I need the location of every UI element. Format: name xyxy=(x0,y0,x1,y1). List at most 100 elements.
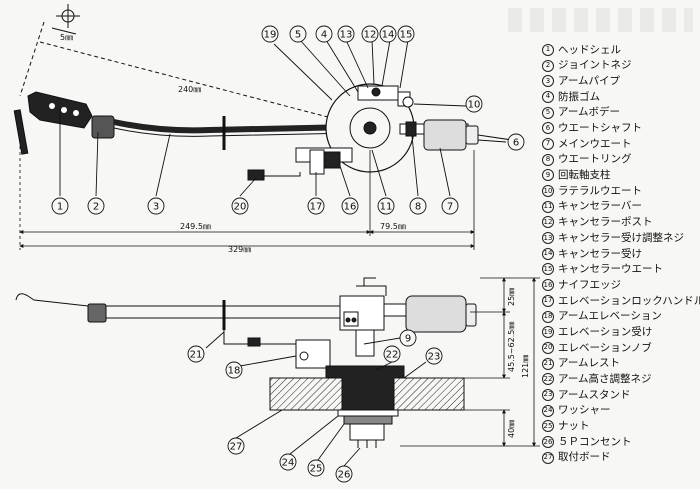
legend-label: 取付ボード xyxy=(558,451,611,464)
callout-9-text: 9 xyxy=(405,334,411,345)
arm-pipe xyxy=(113,119,401,134)
legend-label: アームボデー xyxy=(558,106,621,119)
legend-label: ヘッドシェル xyxy=(558,43,621,56)
bottom-callout-numbers: 21 18 9 22 23 27 24 25 26 xyxy=(190,334,441,481)
offset-line xyxy=(19,21,45,97)
legend-number: 14 xyxy=(542,247,554,260)
weight-shaft-centerline xyxy=(477,134,513,141)
callout-23 xyxy=(425,347,443,365)
legend-number: 24 xyxy=(542,404,554,417)
legend-label: キャンセラーバー xyxy=(558,200,642,213)
top-view xyxy=(13,4,513,181)
side-nut xyxy=(343,415,393,425)
legend-number: 27 xyxy=(542,451,554,464)
dim-329: 329㎜ xyxy=(228,245,251,254)
callout-16 xyxy=(341,197,359,215)
dim-40: 40㎜ xyxy=(507,420,516,438)
legend-number: 4 xyxy=(542,90,554,103)
legend-number: 11 xyxy=(542,200,554,213)
legend-number: 13 xyxy=(542,232,554,245)
side-joint xyxy=(87,303,107,323)
dim-79-5: 79.5㎜ xyxy=(380,222,406,231)
callout-1 xyxy=(51,197,69,215)
callout-2-text: 2 xyxy=(93,202,99,213)
side-elevation-box xyxy=(295,339,331,369)
top-callout-numbers: 1 2 3 19 5 4 13 12 14 15 10 6 7 8 11 16 … xyxy=(57,30,519,213)
callout-15 xyxy=(397,25,415,43)
callout-3-text: 3 xyxy=(153,202,159,213)
legend-number: 8 xyxy=(542,153,554,166)
legend-label: エレベーションロックハンドル xyxy=(558,294,700,307)
callout-10 xyxy=(465,95,483,113)
callout-20-text: 20 xyxy=(234,202,247,213)
callout-21-text: 21 xyxy=(190,350,203,361)
callout-14-text: 14 xyxy=(382,30,395,41)
side-5p-connector xyxy=(349,423,385,441)
dim-45-62: 45.5~62.5㎜ xyxy=(507,322,516,372)
legend-number: 10 xyxy=(542,185,554,198)
callout-27-text: 27 xyxy=(230,442,243,453)
side-washer xyxy=(337,409,399,417)
side-pillar xyxy=(355,329,375,357)
dim-25: 25㎜ xyxy=(507,288,516,306)
callout-13-text: 13 xyxy=(340,30,353,41)
callout-6 xyxy=(507,133,525,151)
side-elev-knob xyxy=(247,337,261,347)
callout-11-text: 11 xyxy=(380,202,393,213)
callout-19 xyxy=(261,25,279,43)
legend-label: 防振ゴム xyxy=(558,90,600,103)
callout-25-text: 25 xyxy=(310,464,323,475)
callout-4 xyxy=(315,25,333,43)
legend-number: 20 xyxy=(542,341,554,354)
pivot-center xyxy=(363,121,377,135)
legend-number: 9 xyxy=(542,169,554,182)
legend-label: エレベーションノブ xyxy=(558,341,652,354)
legend-label: ラテラルウエート xyxy=(558,184,642,197)
callout-14 xyxy=(379,25,397,43)
callout-26 xyxy=(335,465,353,483)
legend-number: 3 xyxy=(542,75,554,88)
main-weight xyxy=(423,119,467,151)
arm-body-inner xyxy=(349,107,391,149)
legend-label: エレベーション受け xyxy=(558,325,653,338)
callout-10-text: 10 xyxy=(468,100,481,111)
callout-7 xyxy=(441,197,459,215)
legend-number: 2 xyxy=(542,59,554,72)
callout-1-text: 1 xyxy=(57,202,63,213)
callout-25 xyxy=(307,459,325,477)
side-dimensions xyxy=(400,277,540,447)
side-main-weight xyxy=(405,295,467,333)
callout-19-text: 19 xyxy=(264,30,277,41)
legend-number: 22 xyxy=(542,373,554,386)
legend-item: 26 ５Ｐコンセント xyxy=(542,434,698,450)
callout-27 xyxy=(227,437,245,455)
side-view xyxy=(15,277,477,448)
legend-label: ５Ｐコンセント xyxy=(558,435,632,448)
arm-pipe-edge xyxy=(113,127,401,137)
legend-number: 19 xyxy=(542,326,554,339)
side-weight-shaft xyxy=(383,303,409,317)
legend-item: 4 防振ゴム xyxy=(542,89,698,105)
callout-22-text: 22 xyxy=(386,350,399,361)
callout-8-text: 8 xyxy=(415,202,421,213)
legend-number: 26 xyxy=(542,436,554,449)
main-weight-cap xyxy=(465,125,479,145)
elevation-assembly xyxy=(247,147,353,181)
callout-17 xyxy=(307,197,325,215)
legend-number: 12 xyxy=(542,216,554,229)
legend-number: 1 xyxy=(542,43,554,56)
